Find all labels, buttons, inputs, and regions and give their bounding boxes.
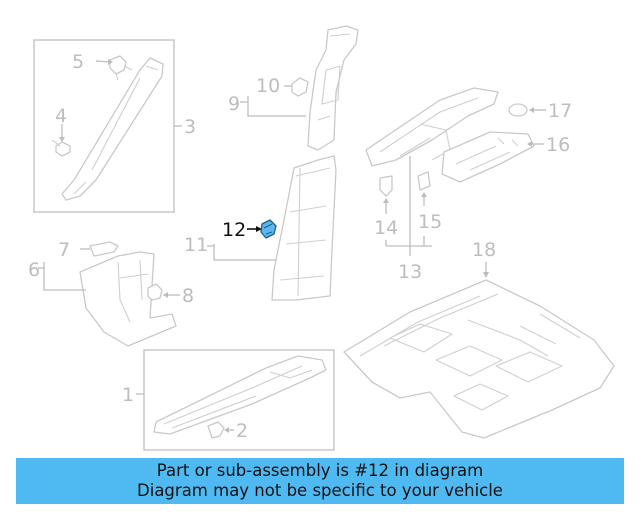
callout-8: 8 bbox=[182, 285, 194, 307]
callout-11: 11 bbox=[184, 234, 208, 256]
callout-5: 5 bbox=[72, 51, 84, 73]
callout-2: 2 bbox=[236, 420, 248, 442]
callout-10: 10 bbox=[256, 75, 280, 97]
callout-6: 6 bbox=[28, 259, 40, 281]
callout-16: 16 bbox=[546, 134, 570, 156]
part-4-clip bbox=[51, 139, 71, 157]
banner-line-part: Part or sub-assembly is #12 in diagram bbox=[156, 461, 484, 480]
part-18-floor-carpet bbox=[343, 279, 615, 439]
callout-9: 9 bbox=[228, 93, 240, 115]
part-1-frame bbox=[143, 349, 335, 451]
callout-3: 3 bbox=[184, 116, 196, 138]
callout-4: 4 bbox=[55, 105, 67, 127]
callout-12: 12 bbox=[222, 219, 246, 241]
part-14-clip bbox=[379, 175, 393, 197]
part-8-clip bbox=[147, 283, 163, 301]
callout-7: 7 bbox=[58, 239, 70, 261]
callout-15: 15 bbox=[418, 211, 442, 233]
part-12-highlighted-clip bbox=[260, 219, 277, 239]
part-5-clip bbox=[109, 55, 133, 81]
part-13-side-trim bbox=[365, 87, 499, 167]
banner-line-disclaimer: Diagram may not be specific to your vehi… bbox=[137, 481, 503, 500]
callout-13: 13 bbox=[398, 261, 422, 283]
part-3-pillar-trim bbox=[61, 57, 164, 201]
info-banner: Part or sub-assembly is #12 in diagram D… bbox=[16, 458, 624, 504]
callout-14: 14 bbox=[374, 217, 398, 239]
part-17-cap bbox=[508, 103, 528, 117]
part-9-pillar-upper-trim bbox=[307, 25, 359, 151]
callout-18: 18 bbox=[472, 239, 496, 261]
callout-17: 17 bbox=[548, 100, 572, 122]
part-10-clip bbox=[291, 77, 309, 97]
part-2-clip bbox=[207, 421, 225, 439]
part-1-scuff-plate bbox=[153, 355, 327, 435]
part-7-bracket bbox=[89, 241, 119, 257]
part-6-kick-panel bbox=[79, 251, 177, 347]
part-16-bracket bbox=[441, 131, 535, 183]
part-15-clip bbox=[417, 171, 431, 191]
callout-1: 1 bbox=[122, 384, 134, 406]
part-11-pillar-lower-trim bbox=[271, 155, 337, 301]
